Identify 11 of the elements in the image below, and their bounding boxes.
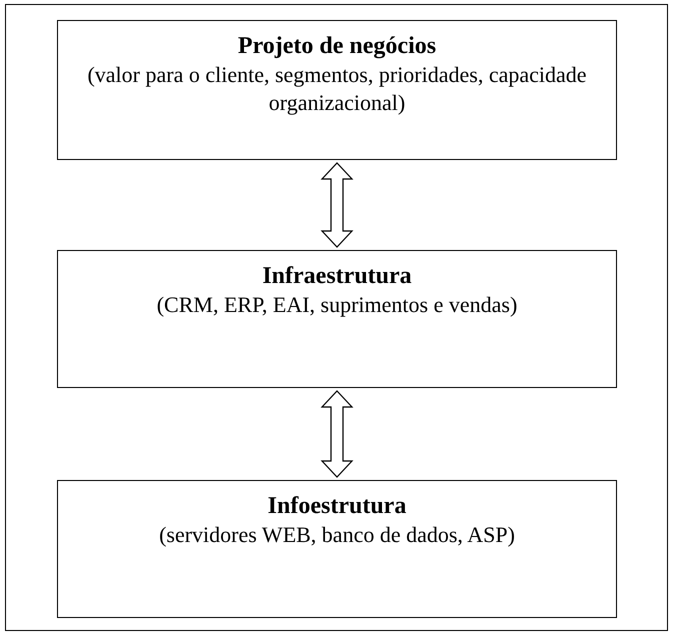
- box-heading: Infoestrutura: [266, 492, 408, 521]
- double-arrow: [320, 390, 354, 478]
- box-description: (valor para o cliente, segmentos, prioridades, capacidade organizacional): [86, 61, 588, 117]
- box-heading: Infraestrutura: [261, 262, 413, 291]
- double-arrow: [320, 162, 354, 248]
- box-description: (CRM, ERP, EAI, suprimentos e vendas): [156, 291, 518, 319]
- process-box: [57, 20, 617, 160]
- box-description: (servidores WEB, banco de dados, ASP): [158, 521, 516, 549]
- process-box: [57, 250, 617, 388]
- box-heading: Projeto de negócios: [236, 32, 438, 61]
- process-box: [57, 480, 617, 618]
